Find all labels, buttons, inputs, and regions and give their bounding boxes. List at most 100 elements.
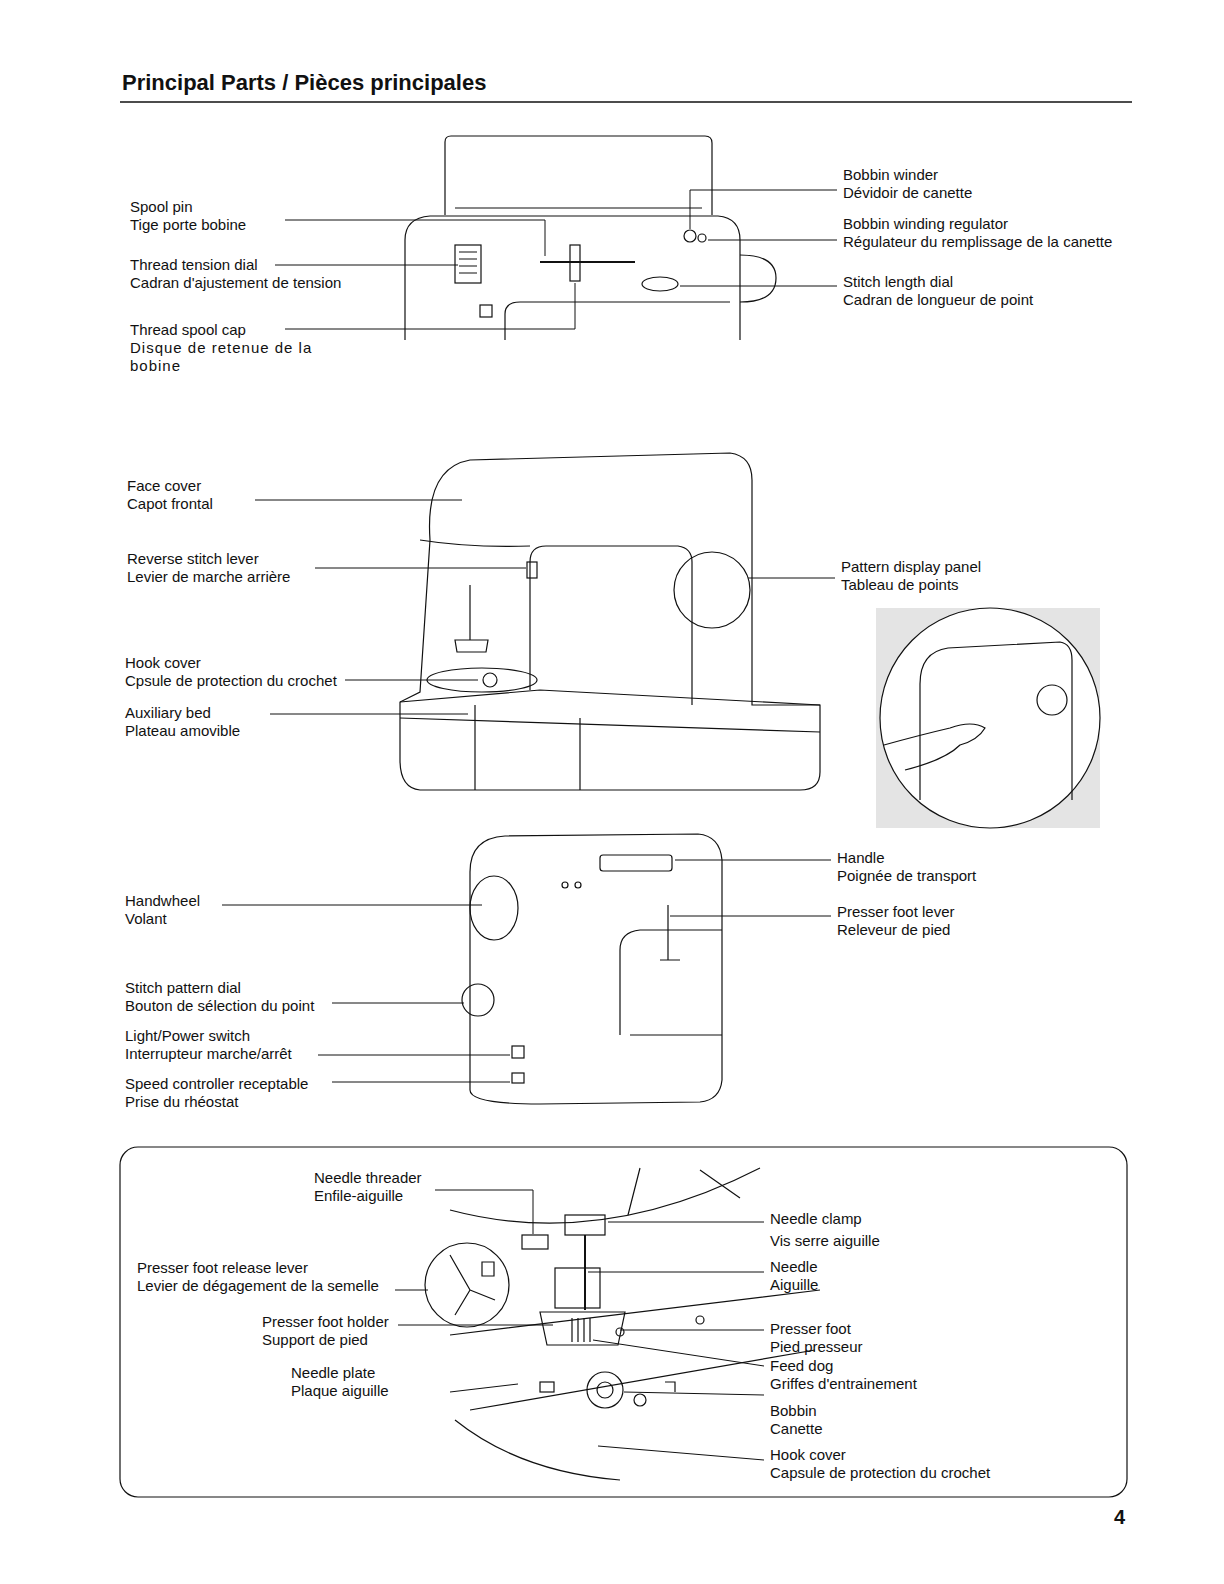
leader-line	[670, 916, 831, 917]
tension-window	[459, 252, 477, 273]
presser-holder-symbol	[555, 1268, 600, 1308]
hook-cover-symbol	[483, 673, 497, 687]
part-label: Cadran de longueur de point	[843, 291, 1033, 309]
leader-line	[398, 1325, 553, 1326]
machine-arm	[620, 930, 722, 1035]
part-label: Capsule de protection du crochet	[770, 1464, 990, 1482]
machine-body	[470, 834, 722, 1104]
page-title: Principal Parts / Pièces principales	[122, 70, 486, 96]
machine-head	[420, 540, 530, 546]
handle-symbol	[600, 855, 672, 871]
part-label: Plateau amovible	[125, 722, 240, 740]
leader-line	[345, 680, 478, 681]
part-label: Pied presseur	[770, 1338, 863, 1356]
handwheel-symbol	[740, 255, 776, 302]
leader-line	[690, 190, 837, 229]
part-label: Handwheel	[125, 892, 200, 910]
part-label: Presser foot lever	[837, 903, 955, 921]
inset-machine	[1037, 685, 1067, 715]
part-label: Enfile-aiguille	[314, 1187, 403, 1205]
part-label: Bouton de sélection du point	[125, 997, 314, 1015]
leader-line	[593, 1340, 764, 1366]
leader-line	[318, 1055, 510, 1056]
part-label: Hook cover	[125, 654, 201, 672]
part-label: Bobbin winding regulator	[843, 215, 1008, 233]
hook-cover-symbol	[634, 1394, 646, 1406]
part-label: Bobbin winder	[843, 166, 938, 184]
part-label: Vis serre aiguille	[770, 1232, 880, 1250]
handwheel-symbol	[470, 876, 518, 940]
part-label: Prise du rhéostat	[125, 1093, 238, 1111]
bobbin-symbol	[597, 1382, 613, 1398]
part-label: Hook cover	[770, 1446, 846, 1464]
leader-line	[598, 1446, 764, 1460]
part-label: Cadran d'ajustement de tension	[130, 274, 341, 292]
leader-line	[680, 286, 837, 287]
part-label: Feed dog	[770, 1357, 833, 1375]
part-label: Presser foot	[770, 1320, 851, 1338]
spool-cap-symbol	[570, 245, 580, 281]
part-label: Face cover	[127, 477, 201, 495]
leader-line	[620, 1330, 764, 1331]
leader-line	[315, 568, 526, 569]
part-label: Handle	[837, 849, 885, 867]
machine-lid	[445, 136, 712, 215]
leader-line	[332, 1082, 510, 1083]
needle-area	[455, 585, 488, 652]
reverse-lever-symbol	[527, 562, 537, 578]
presser-lever-symbol	[660, 905, 680, 960]
part-label: Auxiliary bed	[125, 704, 211, 722]
threader-symbol	[522, 1235, 548, 1249]
switch-symbol	[480, 305, 492, 317]
bobbin-symbol	[587, 1372, 623, 1408]
part-label: Cpsule de protection du crochet	[125, 672, 337, 690]
inset-circle	[880, 608, 1100, 828]
bobbin-winder-symbol	[684, 230, 696, 242]
leader-line	[708, 240, 837, 241]
leader-line	[624, 1392, 764, 1395]
part-label: Aiguille	[770, 1276, 818, 1294]
stitch-dial-symbol	[462, 984, 494, 1016]
socket-symbol	[512, 1073, 524, 1083]
presser-foot-symbol	[540, 1312, 625, 1345]
part-label: Tige porte bobine	[130, 216, 246, 234]
bobbin-winder-symbol	[698, 234, 706, 242]
part-label: Levier de marche arrière	[127, 568, 290, 586]
machine-bed	[455, 1420, 620, 1480]
leader-line	[285, 220, 545, 256]
part-label: Support de pied	[262, 1331, 368, 1349]
stitch-dial-symbol	[642, 277, 678, 291]
part-label: Interrupteur marche/arrêt	[125, 1045, 292, 1063]
inset-frame	[120, 1147, 1127, 1497]
leader-line	[588, 1272, 764, 1273]
machine-body	[505, 302, 730, 340]
part-label: Needle threader	[314, 1169, 422, 1187]
part-label: Needle clamp	[770, 1210, 862, 1228]
spool-pin-symbol	[540, 261, 635, 263]
detail-circle	[425, 1243, 509, 1327]
part-label: Capot frontal	[127, 495, 213, 513]
machine-head	[628, 1168, 740, 1215]
part-label: Poignée de transport	[837, 867, 976, 885]
leader-line	[608, 1222, 764, 1223]
hand-symbol	[884, 724, 985, 770]
leader-line	[255, 500, 462, 501]
leader-line	[450, 1384, 518, 1392]
part-label: Levier de dégagement de la semelle	[137, 1277, 379, 1295]
switch-symbol	[512, 1046, 524, 1058]
leader-line	[675, 860, 831, 861]
screw-symbol	[696, 1316, 704, 1324]
part-label: Needle plate	[291, 1364, 375, 1382]
screw-symbol	[616, 1328, 624, 1336]
title-rule	[120, 101, 1132, 103]
part-label: Pattern display panel	[841, 558, 981, 576]
leader-line	[270, 714, 468, 715]
part-label: Volant	[125, 910, 167, 928]
needle-plate-symbol	[450, 1290, 820, 1410]
needle-symbol	[584, 1235, 586, 1310]
machine-lid	[455, 207, 702, 208]
part-label: Canette	[770, 1420, 823, 1438]
plate-slot	[540, 1382, 554, 1392]
page-number: 4	[1114, 1505, 1125, 1529]
machine-body	[405, 216, 740, 340]
